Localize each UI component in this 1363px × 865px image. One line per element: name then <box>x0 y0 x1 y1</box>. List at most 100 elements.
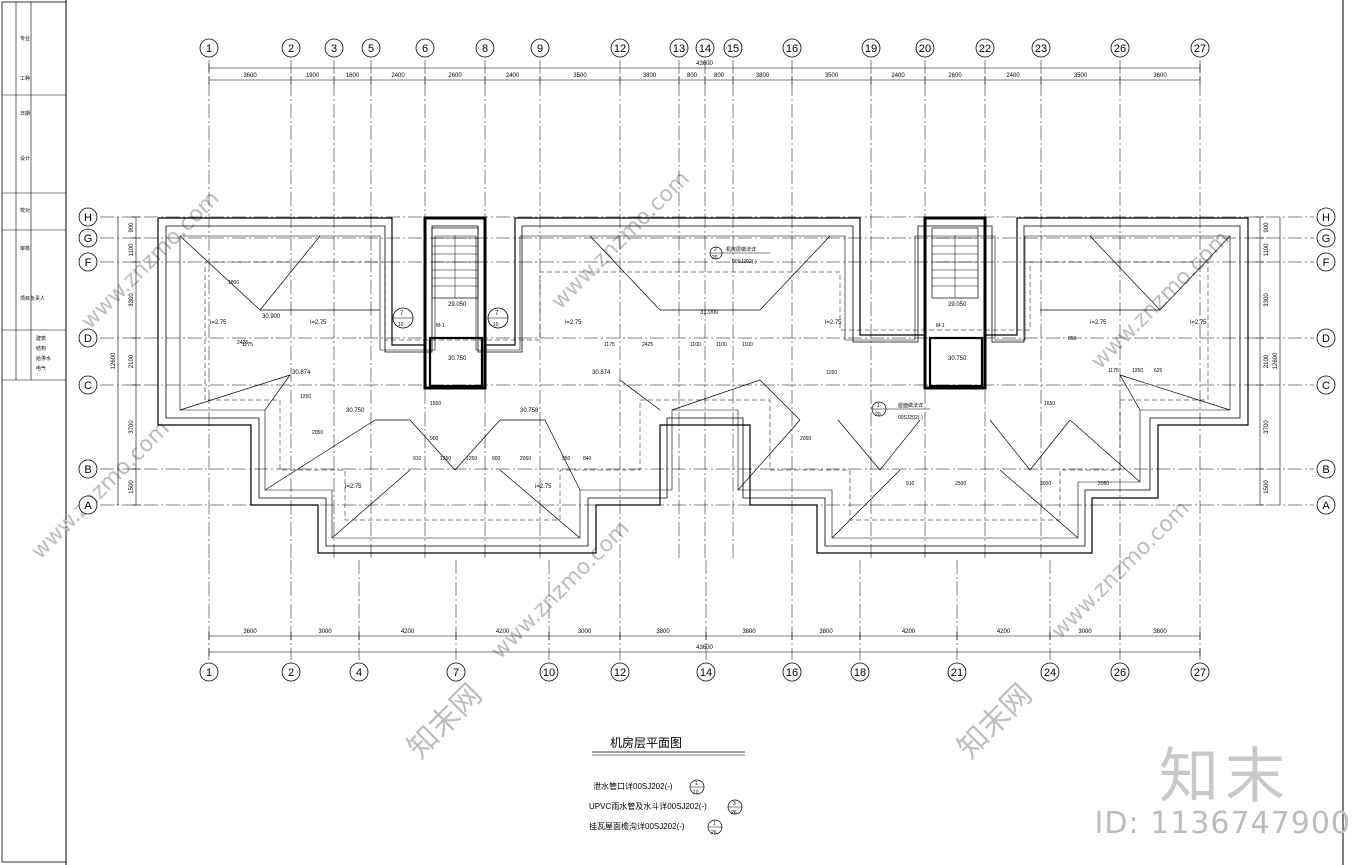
watermark-text: 知末网 <box>951 677 1039 765</box>
axis-bubble-bottom: 21 <box>947 662 967 682</box>
id-watermark: ID: 1136747900 <box>1094 806 1351 841</box>
axis-label: 16 <box>786 43 798 55</box>
axis-bubble-right: H <box>1316 207 1336 227</box>
title-block-label: 校对 <box>20 207 30 214</box>
elevation-marks: 29.050 30.750 30.900 31.000 30.874 30.75… <box>262 302 967 414</box>
axis-bubble-top: 12 <box>610 38 630 58</box>
svg-text:1: 1 <box>713 821 716 827</box>
axis-label: 2 <box>288 667 294 679</box>
axis-bubble-top: 6 <box>415 38 435 58</box>
dimension-label: 1500 <box>129 480 135 494</box>
plan-dimension: 1175 <box>604 342 615 348</box>
plan-dimension: 1250 <box>826 370 837 376</box>
title-block-label: 审核 <box>20 245 30 252</box>
axis-bubble-top: 13 <box>669 38 689 58</box>
svg-text:10: 10 <box>693 790 699 796</box>
axis-bubble-bottom: 14 <box>696 662 716 682</box>
dimension-label: 3800 <box>819 629 833 635</box>
dimension-label: 3800 <box>643 73 657 79</box>
axis-label: H <box>1322 212 1330 224</box>
axis-label: A <box>1322 500 1330 512</box>
axis-bubble-top: 27 <box>1190 38 1210 58</box>
axis-label: 26 <box>1114 667 1126 679</box>
axis-bubble-right: C <box>1316 375 1336 395</box>
axis-label: 16 <box>786 667 798 679</box>
stair-core-right <box>923 216 987 390</box>
axis-label: 15 <box>727 43 739 55</box>
slope-label: i=2.75 <box>310 320 327 326</box>
axis-label: 13 <box>673 43 685 55</box>
axis-label: B <box>84 464 91 476</box>
elevation-mark: 30.874 <box>592 370 611 376</box>
plan-dimension: 1800 <box>228 280 239 286</box>
axis-bubble-right: B <box>1316 459 1336 479</box>
legend-text: 挂瓦屋面檐沟详00SJ202(-) <box>589 821 685 831</box>
dimension-label: 4200 <box>997 629 1011 635</box>
dimension-label: 800 <box>687 73 698 79</box>
axis-label: D <box>84 333 92 345</box>
callout-note: 屋面做法详 <box>898 402 923 409</box>
axis-label: 9 <box>537 43 543 55</box>
axis-label: G <box>1322 233 1331 245</box>
legend-text: UPVC雨水管及水斗详00SJ202(-) <box>589 801 707 811</box>
elevation-mark: 29.050 <box>948 302 967 308</box>
plan-dimension: 1175 <box>1108 368 1119 374</box>
detail-legend: 泄水管口详00SJ202(-) 1 10 UPVC雨水管及水斗详00SJ202(… <box>589 779 743 836</box>
plan-dimension: 625 <box>1154 368 1163 374</box>
elevation-mark: 30.758 <box>520 408 539 414</box>
dimension-label: 3700 <box>129 420 135 434</box>
svg-text:26: 26 <box>731 810 737 816</box>
plan-dimension: 1650 <box>430 401 441 407</box>
elevation-mark: 30.874 <box>292 370 311 376</box>
axis-bubble-top: 26 <box>1110 38 1130 58</box>
svg-text:26: 26 <box>711 830 717 836</box>
svg-text:1: 1 <box>695 781 698 787</box>
axis-bubble-right: G <box>1316 228 1336 248</box>
drawing-title: 机房层平面图 <box>592 735 745 756</box>
roof-ridges <box>179 235 1231 539</box>
dimension-label: 4200 <box>401 629 415 635</box>
axis-label: C <box>84 380 92 392</box>
axis-label: 22 <box>979 43 991 55</box>
axis-bubble-bottom: 26 <box>1110 662 1130 682</box>
door-tag: M-1 <box>436 323 445 329</box>
axis-bubble-top: 16 <box>782 38 802 58</box>
axis-label: 24 <box>1044 667 1056 679</box>
axis-label: 20 <box>919 43 931 55</box>
title-block: 专业 工种 日期 设计 校对 审核 项目负责人 建筑 结构 给排水 电气 <box>20 35 51 372</box>
axis-label: 2 <box>288 43 294 55</box>
dimension-label: 900 <box>1264 222 1270 233</box>
dimension-label: 1900 <box>306 73 320 79</box>
axis-bubble-top: 20 <box>915 38 935 58</box>
watermark-text: www.znzmo.com <box>487 516 635 664</box>
watermark-text: www.znzmo.com <box>77 186 225 334</box>
dimension-label: 2400 <box>391 73 405 79</box>
plan-dimension: 3000 <box>1040 481 1051 487</box>
watermark-text: www.znzmo.com <box>1047 496 1195 644</box>
axis-bubble-right: A <box>1316 495 1336 515</box>
axis-bubble-bottom: 7 <box>446 662 466 682</box>
svg-text:7: 7 <box>495 311 499 317</box>
axis-bubble-top: 19 <box>861 38 881 58</box>
axis-bubble-top: 9 <box>530 38 550 58</box>
plan-dimension: 1250 <box>440 456 451 462</box>
axis-bubble-left: G <box>78 228 98 248</box>
title-block-label: 工种 <box>20 75 30 82</box>
detail-callout: 7 10 <box>487 307 509 329</box>
axis-label: A <box>84 500 92 512</box>
axis-label: 14 <box>700 667 712 679</box>
slope-label: i=2.75 <box>825 320 842 326</box>
axis-bubble-top: 2 <box>281 38 301 58</box>
axis-label: D <box>1322 333 1330 345</box>
axis-label: 6 <box>422 43 428 55</box>
legend-text: 泄水管口详00SJ202(-) <box>593 781 673 791</box>
dimension-label: 2400 <box>891 73 905 79</box>
axis-bubble-top: 5 <box>361 38 381 58</box>
legend-row: 挂瓦屋面檐沟详00SJ202(-) 1 26 <box>589 819 723 836</box>
plan-dimension: 1100 <box>690 342 701 348</box>
elevation-mark: 31.000 <box>700 310 719 316</box>
axis-bubble-top: 23 <box>1031 38 1051 58</box>
axis-label: H <box>84 212 92 224</box>
